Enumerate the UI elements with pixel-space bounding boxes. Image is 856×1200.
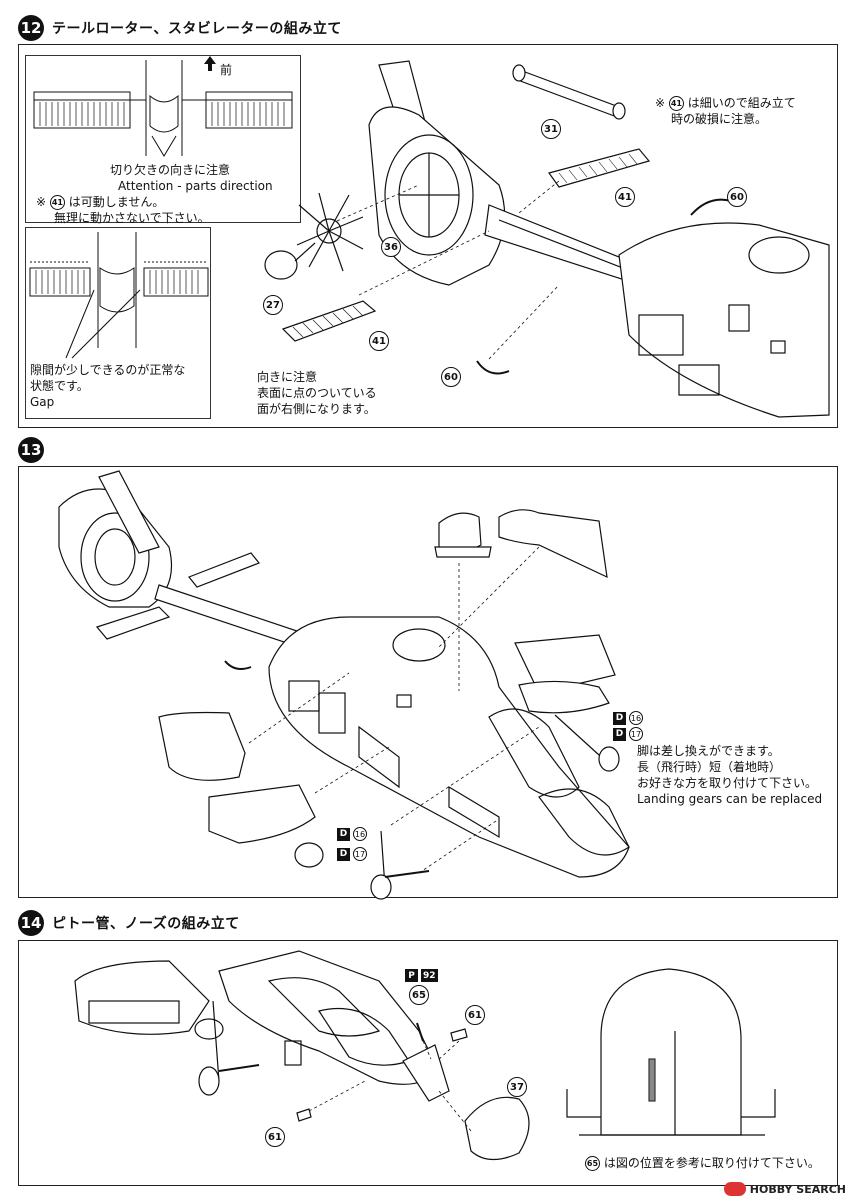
part-callout-60-lower: 60 [441,367,461,387]
landing-gear-note-line3: お好きな方を取り付けて下さい。 [637,776,818,790]
watermark: HOBBY SEARCH [723,1182,846,1196]
top-note-line1: ※ 41 は細いので組み立て [655,96,796,111]
parts-direction-note-ja: 切り欠きの向きに注意 [110,163,231,177]
step-14-header: 14 ピトー管、ノーズの組み立て [18,910,240,936]
inset-parts-direction: 前 切り欠きの向きに注意 Attention - parts direction… [25,55,301,225]
step-12-panel: 前 切り欠きの向きに注意 Attention - parts direction… [18,44,838,428]
top-note-line2: 時の破損に注意。 [671,112,768,126]
note-41-fixed-line2: 無理に動かさないで下さい。 [54,211,210,225]
gap-illustration [29,232,209,359]
part-callout-60: 60 [727,187,747,207]
part-callout-36: 36 [381,237,401,257]
landing-gear-note-line2: 長（飛行時）短（着地時） [637,760,782,774]
step-number: 12 [18,15,44,41]
pitot-position-note: 65 は図の位置を参考に取り付けて下さい。 [585,1156,820,1171]
step-number: 14 [18,910,44,936]
part-tag-d16-lower: D 16 [337,827,367,841]
part-callout: 65 [585,1156,600,1171]
part-tag-p92: P 92 [405,969,438,982]
front-label: 前 [220,63,233,77]
gap-note-line2: 状態です。 [30,379,89,393]
nose-assembly-illustration [74,950,776,1161]
step-title: ピトー管、ノーズの組み立て [52,916,240,932]
step-13-panel: D 16 D 17 D 16 D 17 脚は差し換えができます。 長（飛行時）短… [18,466,838,900]
stabilizer-direction-illustration [33,56,293,157]
step-12-header: 12 テールローター、スタビレーターの組み立て [18,15,342,41]
tail-rotor-assembly-illustration [264,60,830,418]
fuselage-assembly-illustration [58,470,630,900]
step-number: 13 [18,437,44,463]
part-callout-41-lower: 41 [369,331,389,351]
gap-note-line1: 隙間が少しできるのが正常な [30,363,186,377]
note-41-fixed: ※ 41 は可動しません。 [36,195,165,210]
step-13-header: 13 [18,437,44,463]
part-tag-d16: D 16 [613,711,643,725]
step-title: テールローター、スタビレーターの組み立て [52,21,342,37]
direction-note-line1: 向きに注意 [257,370,318,384]
part-tag-d17: D 17 [613,727,643,741]
part-tag-d17-lower: D 17 [337,847,367,861]
part-callout-27: 27 [263,295,283,315]
gap-note-en: Gap [30,395,55,409]
part-callout-31: 31 [541,119,561,139]
part-callout-65: 65 [409,985,429,1005]
part-callout: 41 [668,96,684,111]
part-callout-61: 61 [465,1005,485,1025]
direction-note-line2: 表面に点のついている [257,386,377,400]
landing-gear-note-line1: 脚は差し換えができます。 [637,744,780,758]
hobby-search-logo-icon [723,1182,746,1196]
part-callout-61-lower: 61 [265,1127,285,1147]
part-callout-41: 41 [615,187,635,207]
step-14-panel: P 92 65 61 37 61 65 は図の位置を参考に取り付けて下さい。 [18,940,838,1186]
landing-gear-note-en: Landing gears can be replaced [637,792,823,806]
part-callout: 41 [49,195,65,210]
parts-direction-note-en: Attention - parts direction [118,179,273,193]
direction-note-line3: 面が右側になります。 [257,402,376,416]
inset-gap: 隙間が少しできるのが正常な 状態です。 Gap [25,227,211,419]
part-callout-37: 37 [507,1077,527,1097]
